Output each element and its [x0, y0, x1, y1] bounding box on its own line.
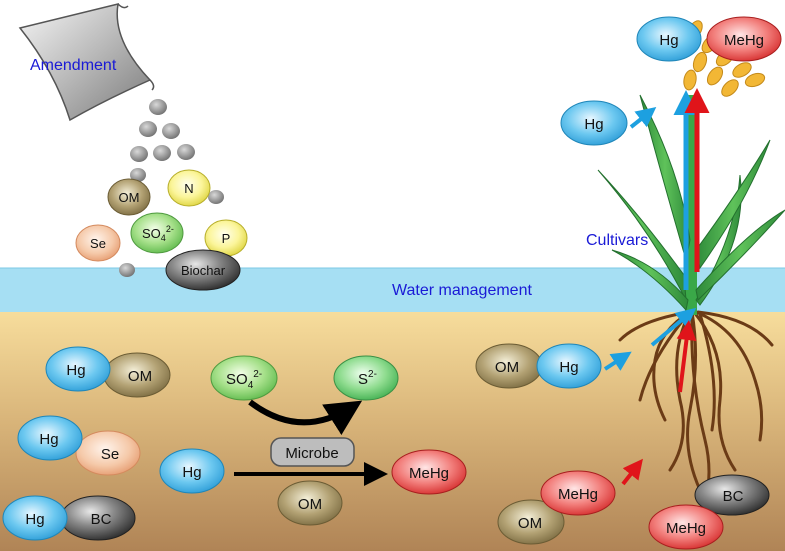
amendment-om: OM [119, 190, 140, 205]
pebbles [119, 99, 224, 277]
amendment-p: P [222, 231, 231, 246]
sulfate-reduction-arrow [248, 399, 363, 436]
amendment-n: N [184, 181, 193, 196]
root-uptake-mehg-arrow [621, 458, 643, 486]
soil-mehg: MeHg [409, 465, 449, 482]
soil-complex-se: Se [101, 446, 119, 463]
root-complex-mehg: MeHg [558, 486, 598, 503]
soil-complex-bc: BC [91, 511, 112, 528]
root-uptake-hg-arrow [603, 351, 632, 371]
soil-complex-hg-bc: Hg [25, 511, 44, 528]
root-to-stem-hg-arrow [650, 307, 697, 347]
soil-complex-om: OM [128, 368, 152, 385]
soil-complex-hg-se: Hg [39, 431, 58, 448]
cultivars-label: Cultivars [586, 232, 648, 249]
amendment-biochar: Biochar [181, 263, 226, 278]
amendment-label: Amendment [30, 57, 117, 74]
amendment-se: Se [90, 236, 106, 251]
amendment-bag-icon [18, 3, 155, 122]
grain-hg: Hg [659, 32, 678, 49]
soil-sulfate: SO42- [226, 369, 262, 391]
water-management-label: Water management [392, 282, 532, 299]
root-to-stem-mehg-arrow [676, 320, 697, 393]
root-complex-om-2: OM [518, 515, 542, 532]
microbe-label: Microbe [285, 445, 338, 462]
leaf-uptake-hg-arrow [629, 107, 657, 129]
leaf-hg: Hg [584, 116, 603, 133]
root-complex-hg: Hg [559, 359, 578, 376]
soil-hg: Hg [182, 464, 201, 481]
grain-mehg: MeHg [724, 32, 764, 49]
soil-complex-hg-om: Hg [66, 362, 85, 379]
root-complex-mehg-2: MeHg [666, 520, 706, 537]
soil-om: OM [298, 496, 322, 513]
soil-sulfide: S2- [358, 369, 377, 388]
root-complex-bc: BC [723, 488, 744, 505]
root-complex-om: OM [495, 359, 519, 376]
amendment-sulfate: SO42- [142, 224, 174, 243]
